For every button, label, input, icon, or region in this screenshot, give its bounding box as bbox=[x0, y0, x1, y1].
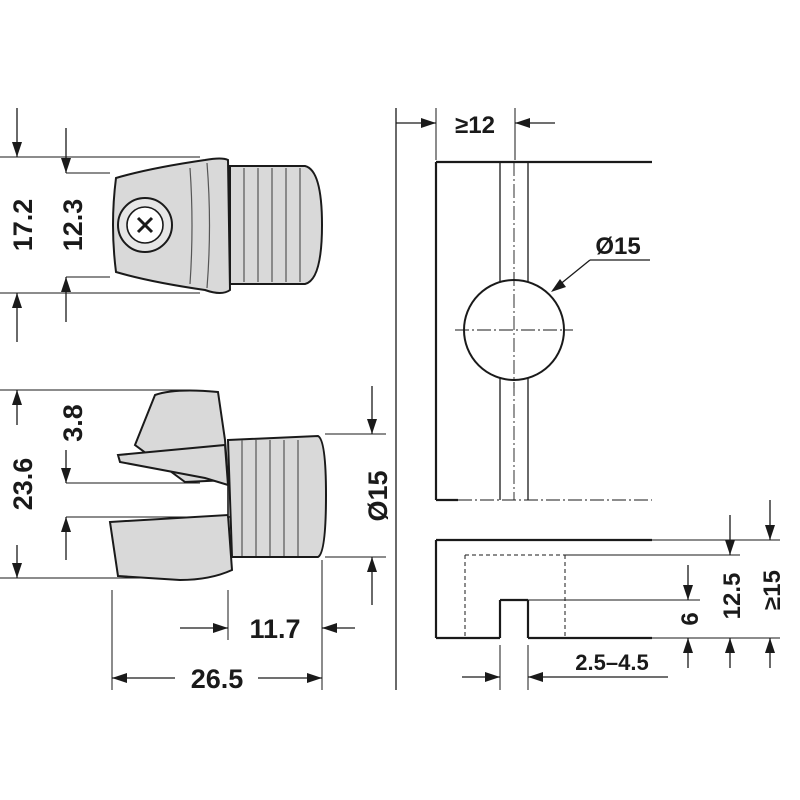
dim-label-bore-depth: 12.5 bbox=[719, 573, 746, 620]
arrow bbox=[765, 525, 775, 540]
connector-head-lower bbox=[108, 513, 234, 582]
dim-label-12-3: 12.3 bbox=[58, 199, 88, 252]
arrow bbox=[421, 118, 436, 128]
dim-label-11-7: 11.7 bbox=[249, 614, 300, 644]
arrow bbox=[725, 638, 735, 653]
arrow bbox=[322, 623, 337, 633]
dim-label-panel-range: 2.5–4.5 bbox=[575, 650, 648, 675]
dim-label-min-thickness: ≥15 bbox=[759, 570, 786, 610]
arrow bbox=[683, 585, 693, 600]
arrow bbox=[528, 672, 543, 682]
dim-label-26-5: 26.5 bbox=[191, 664, 244, 694]
arrow bbox=[61, 158, 71, 173]
body-edge bbox=[189, 167, 193, 285]
arrow bbox=[61, 468, 71, 483]
arrow bbox=[213, 623, 228, 633]
dim-label-3-8: 3.8 bbox=[58, 404, 88, 442]
dim-label-23-6: 23.6 bbox=[8, 458, 38, 511]
arrow bbox=[307, 673, 322, 683]
arrow bbox=[551, 279, 566, 292]
connector-lever bbox=[116, 443, 230, 487]
dim-label-slot-depth: 6 bbox=[677, 612, 704, 625]
arrow bbox=[515, 118, 530, 128]
arrow bbox=[61, 517, 71, 532]
dim-label-hole-diameter: Ø15 bbox=[595, 233, 640, 260]
arrow bbox=[765, 638, 775, 653]
arrow bbox=[367, 557, 377, 572]
panel-view: ≥12 Ø15 bbox=[396, 108, 786, 690]
screw-slot-icon bbox=[136, 216, 154, 234]
body-edge bbox=[206, 162, 211, 289]
arrow bbox=[725, 540, 735, 555]
dim-label-min-distance: ≥12 bbox=[455, 112, 495, 139]
threaded-sleeve-top bbox=[229, 165, 324, 285]
arrow bbox=[367, 419, 377, 434]
arrow bbox=[12, 563, 22, 578]
side-view: 23.6 3.8 Ø15 11.7 bbox=[0, 386, 393, 694]
dim-label-17-2: 17.2 bbox=[8, 199, 38, 252]
arrow bbox=[683, 638, 693, 653]
arrow bbox=[61, 277, 71, 292]
arrow bbox=[485, 672, 500, 682]
dim-label-side-diameter: Ø15 bbox=[363, 470, 393, 521]
arrow bbox=[12, 390, 22, 405]
top-view: 17.2 12.3 bbox=[0, 108, 324, 342]
arrow bbox=[12, 142, 22, 157]
threaded-sleeve-side bbox=[226, 434, 328, 558]
arrow bbox=[112, 673, 127, 683]
arrow bbox=[12, 293, 22, 308]
